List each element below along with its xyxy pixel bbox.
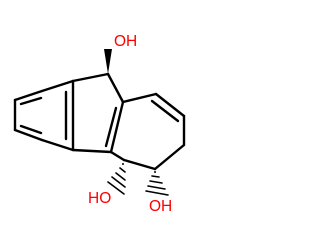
- hash-br-3: [149, 180, 163, 184]
- bond-benzene-4: [13, 128, 44, 142]
- bond-dihydro-6: [109, 150, 126, 162]
- hydroxyl-label-top: OH: [114, 33, 137, 50]
- hash-br-5: [145, 190, 169, 196]
- hash-br-4: [147, 185, 166, 190]
- benzene-ring: [13, 79, 75, 152]
- hash-bl-5: [107, 181, 125, 195]
- bond-five-1: [71, 72, 110, 83]
- bond-dihydro-4: [153, 143, 186, 171]
- bond-five-2: [106, 72, 125, 104]
- hashed-wedge-bottom-right: [145, 171, 169, 196]
- bond-five-inner: [104, 106, 118, 148]
- hydroxyl-label-bottom-left: HO: [88, 190, 111, 207]
- dihydro-ring: [109, 92, 186, 171]
- hash-bl-2: [119, 167, 126, 173]
- bond-five-3: [109, 100, 125, 154]
- bond-dihydro-inner: [150, 99, 180, 123]
- bond-dihydro-5: [122, 158, 157, 171]
- wedge-bond-top: [104, 49, 112, 74]
- hashed-wedge-bottom-left: [107, 163, 126, 195]
- bond-five-4: [71, 148, 113, 154]
- bond-benzene-5: [40, 138, 75, 152]
- bond-benzene-2: [13, 89, 44, 102]
- bond-dihydro-1: [121, 92, 158, 104]
- hash-br-2: [151, 175, 160, 178]
- bond-benzene-inner-1: [19, 96, 43, 106]
- hash-bl-3: [115, 172, 126, 181]
- bond-benzene-inner-2: [19, 124, 43, 135]
- hydroxyl-label-bottom-right: OH: [149, 198, 172, 215]
- five-membered-ring: [71, 72, 125, 154]
- hash-bl-4: [111, 176, 126, 188]
- bond-dihydro-2: [154, 92, 186, 118]
- bond-benzene-1: [40, 79, 75, 93]
- chemical-structure-diagram: OH HO OH: [13, 33, 186, 215]
